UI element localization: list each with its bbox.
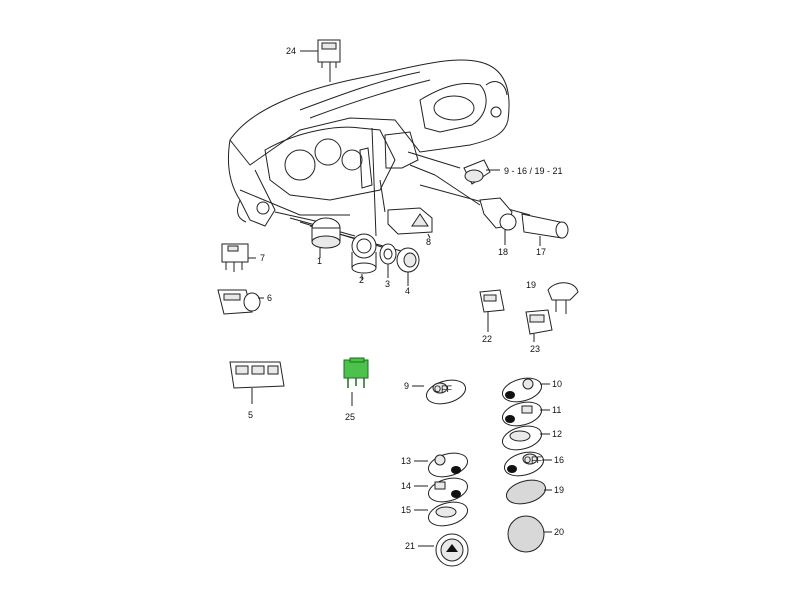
callout-labels: 24 9 - 16 / 19 - 21 8 18 17 1 2 3 4 7 6 … [248, 46, 564, 551]
label-2: 2 [359, 275, 364, 285]
label-11: 11 [552, 405, 561, 415]
part-3-nut [379, 243, 397, 278]
label-7: 7 [260, 253, 265, 263]
part-8-hazard-switch [387, 207, 433, 239]
label-3: 3 [385, 279, 390, 289]
part-18-socket [479, 197, 517, 245]
label-19-bottom: 19 [554, 485, 564, 495]
part-4-knob [396, 247, 420, 286]
label-6: 6 [267, 293, 272, 303]
button-21 [418, 533, 469, 567]
button-9-off-text: OFF [434, 384, 452, 394]
button-14 [414, 477, 469, 503]
part-1-light-switch [311, 217, 341, 258]
label-10: 10 [552, 379, 562, 389]
label-13: 13 [401, 456, 411, 466]
button-16-off-text: OFF [524, 455, 542, 465]
button-12 [501, 425, 550, 451]
button-20-blank-round [507, 515, 552, 553]
label-8: 8 [426, 237, 431, 247]
button-13 [414, 452, 469, 478]
label-14: 14 [401, 481, 411, 491]
button-11 [501, 401, 550, 427]
dashboard-drawing [227, 59, 510, 227]
label-21: 21 [405, 541, 415, 551]
label-20: 20 [554, 527, 564, 537]
label-18: 18 [498, 247, 508, 257]
part-2-ring [351, 233, 377, 280]
label-15: 15 [401, 505, 411, 515]
label-5: 5 [248, 410, 253, 420]
label-1: 1 [317, 256, 322, 266]
label-4: 4 [405, 286, 410, 296]
label-9: 9 [404, 381, 409, 391]
part-6-switch [217, 289, 264, 315]
button-16: OFF [503, 451, 552, 477]
part-9-16-switch [463, 159, 500, 185]
label-12: 12 [552, 429, 562, 439]
part-22-connector [479, 289, 505, 332]
label-25: 25 [345, 412, 355, 422]
part-5-switch-block [229, 361, 285, 404]
label-22: 22 [482, 334, 492, 344]
button-19-blank [505, 479, 552, 505]
label-23: 23 [530, 344, 540, 354]
part-25-relay-highlighted [343, 357, 369, 406]
part-7-relay [221, 243, 256, 272]
button-9: OFF [412, 379, 467, 405]
label-19-top: 19 [526, 280, 536, 290]
button-10 [501, 377, 550, 403]
part-23-connector [525, 309, 553, 342]
label-24: 24 [286, 46, 296, 56]
label-9-range: 9 - 16 / 19 - 21 [504, 166, 563, 176]
part-19-clip [547, 282, 579, 314]
part-17-lighter [521, 213, 569, 246]
part-24-switch [300, 39, 341, 68]
button-15 [414, 501, 469, 527]
label-16: 16 [554, 455, 564, 465]
label-17: 17 [536, 247, 546, 257]
